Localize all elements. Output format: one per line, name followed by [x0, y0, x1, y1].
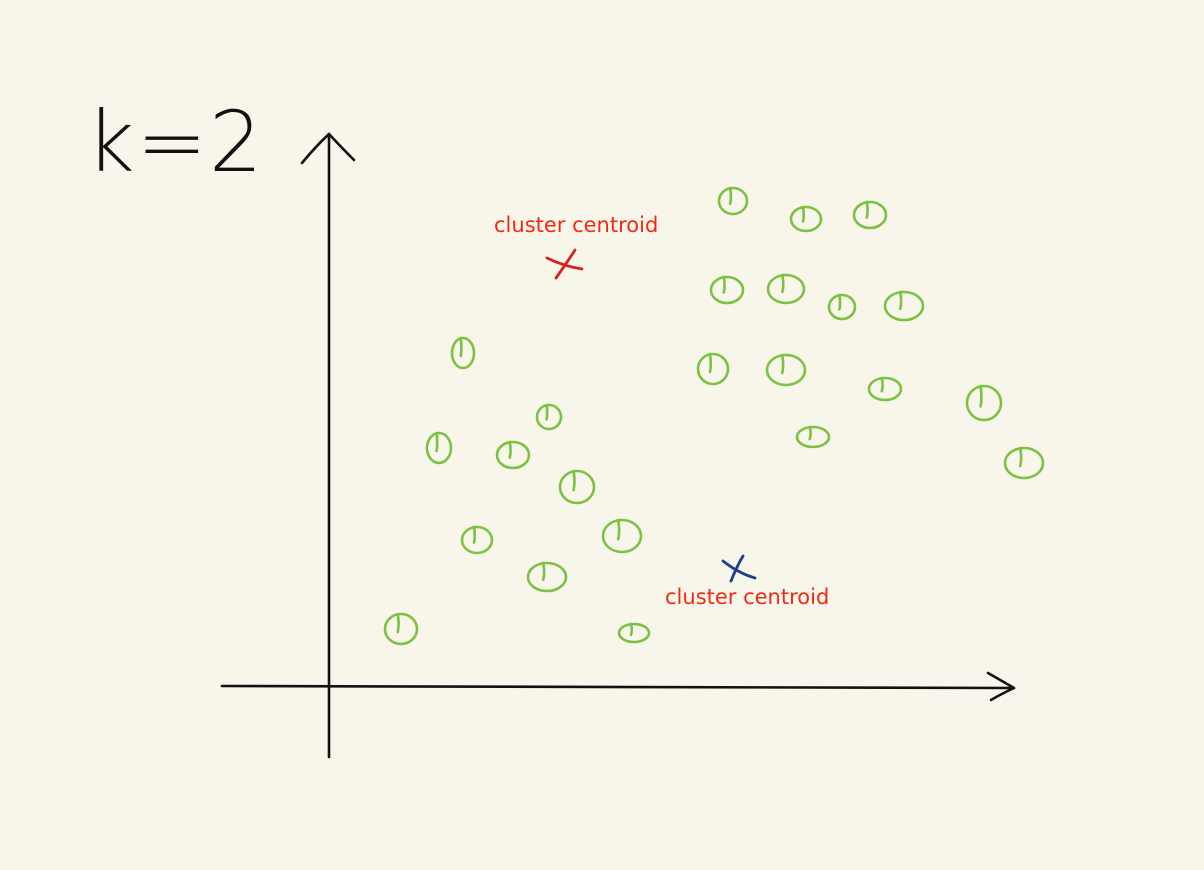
- data-point: [696, 352, 730, 386]
- data-point: [789, 205, 823, 233]
- x-axis-arrowhead: [986, 671, 1016, 702]
- data-point-stroke: [572, 469, 576, 492]
- data-point: [795, 425, 831, 449]
- data-point-stroke: [396, 612, 400, 634]
- data-point: [867, 376, 903, 402]
- data-point-stroke: [801, 205, 806, 223]
- data-point: [883, 290, 925, 322]
- data-point-stroke: [865, 200, 869, 219]
- data-point-stroke: [708, 352, 713, 374]
- data-point-stroke: [898, 290, 903, 311]
- data-point: [827, 293, 857, 321]
- k-value-label: k=2: [86, 93, 265, 191]
- data-point: [617, 622, 651, 644]
- data-point-stroke: [979, 384, 983, 408]
- data-point-stroke: [728, 186, 733, 205]
- data-point: [852, 200, 888, 230]
- centroid-x-icon: [721, 554, 757, 583]
- data-point: [425, 431, 453, 465]
- x-axis-line: [220, 684, 1016, 690]
- centroid-label: cluster centroid: [494, 213, 659, 237]
- data-point: [450, 336, 476, 370]
- data-point: [709, 275, 745, 305]
- data-point-stroke: [629, 622, 634, 637]
- data-point-stroke: [459, 336, 463, 358]
- data-point-stroke: [541, 561, 546, 582]
- data-point-stroke: [781, 273, 785, 294]
- data-point-stroke: [808, 425, 812, 441]
- data-point: [766, 273, 806, 305]
- data-point-stroke: [472, 525, 477, 544]
- data-point-stroke: [508, 440, 512, 459]
- data-point: [535, 403, 563, 431]
- data-point: [1003, 446, 1045, 480]
- data-point: [558, 469, 596, 505]
- data-point: [383, 612, 419, 646]
- data-point-stroke: [1018, 446, 1023, 468]
- data-point-stroke: [722, 275, 726, 294]
- data-point: [765, 353, 807, 387]
- data-point: [965, 384, 1003, 422]
- centroid-label: cluster centroid: [665, 585, 830, 609]
- data-point: [717, 186, 749, 216]
- centroid-x-icon: [545, 248, 584, 280]
- data-point-stroke: [616, 518, 621, 541]
- data-point-stroke: [545, 403, 549, 421]
- data-point-stroke: [780, 353, 785, 375]
- data-point: [460, 525, 494, 555]
- data-point: [495, 440, 531, 470]
- data-point-stroke: [880, 376, 884, 393]
- data-point: [601, 518, 643, 554]
- y-axis-arrowhead: [300, 132, 356, 165]
- data-point-stroke: [435, 431, 439, 453]
- data-point-stroke: [838, 293, 842, 311]
- data-point: [526, 561, 568, 593]
